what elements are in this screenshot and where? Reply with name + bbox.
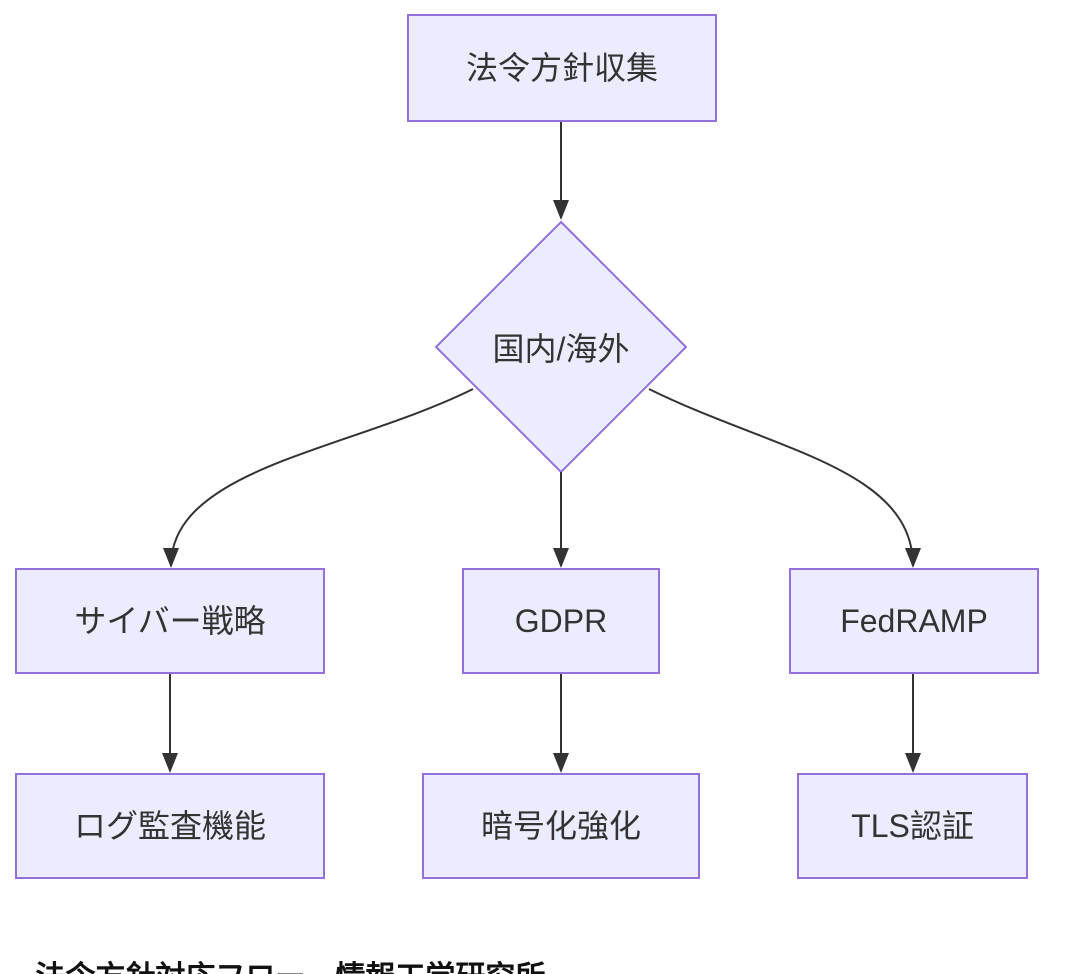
edge-decision-to-fedramp: [648, 388, 921, 568]
node-log-audit-label: ログ監査機能: [73, 807, 266, 844]
node-decision: 国内/海外: [436, 322, 686, 372]
node-tls-auth-label: TLS認証: [851, 807, 974, 844]
edge-decision-to-cyber: [163, 388, 474, 568]
node-collect: 法令方針収集: [407, 14, 717, 122]
node-cyber-strategy: サイバー戦略: [15, 568, 325, 674]
node-cyber-strategy-label: サイバー戦略: [74, 602, 266, 639]
node-tls-auth: TLS認証: [797, 773, 1028, 879]
node-gdpr: GDPR: [462, 568, 660, 674]
diagram-caption-text: 法令方針対応フロー 情報工学研究所: [35, 952, 545, 974]
node-fedramp-label: FedRAMP: [840, 602, 988, 639]
node-fedramp: FedRAMP: [789, 568, 1039, 674]
diagram-caption: 法令方針対応フロー 情報工学研究所: [2, 918, 545, 974]
node-log-audit: ログ監査機能: [15, 773, 325, 879]
node-decision-label: 国内/海外: [492, 331, 630, 367]
node-collect-label: 法令方針収集: [465, 49, 658, 86]
node-gdpr-label: GDPR: [514, 602, 608, 639]
node-encryption: 暗号化強化: [422, 773, 700, 879]
node-encryption-label: 暗号化強化: [480, 807, 641, 844]
